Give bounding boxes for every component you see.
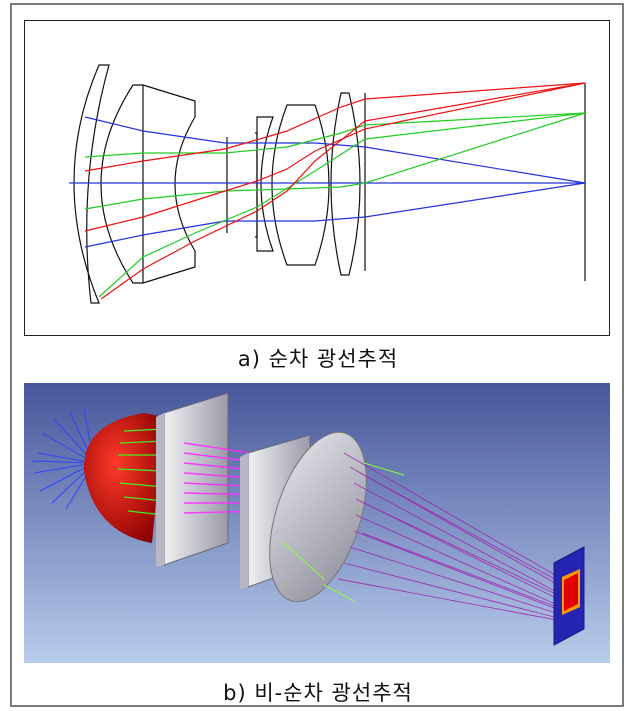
lens-7	[330, 92, 361, 276]
plate-1	[163, 392, 229, 566]
lens-raytrace-svg	[69, 64, 586, 304]
green-rays	[84, 112, 586, 298]
purple-converging-rays	[337, 452, 563, 622]
sequential-raytrace-diagram	[24, 20, 610, 336]
lamp-reflector	[83, 413, 164, 543]
render-svg	[24, 383, 610, 663]
lens-3	[142, 84, 196, 284]
lens-2	[100, 84, 144, 284]
red-rays	[84, 82, 586, 300]
caption-sequential: a) 순차 광선추적	[237, 347, 399, 371]
lens-6	[271, 104, 330, 266]
condenser-lens	[269, 431, 367, 603]
lens-1	[73, 64, 110, 304]
stray-green-rays	[283, 462, 405, 602]
caption-nonsequential: b) 비-순차 광선추적	[223, 681, 413, 705]
lens-elements	[73, 64, 586, 304]
blue-rays	[69, 116, 586, 248]
nonsequential-raytrace-render	[24, 383, 610, 663]
